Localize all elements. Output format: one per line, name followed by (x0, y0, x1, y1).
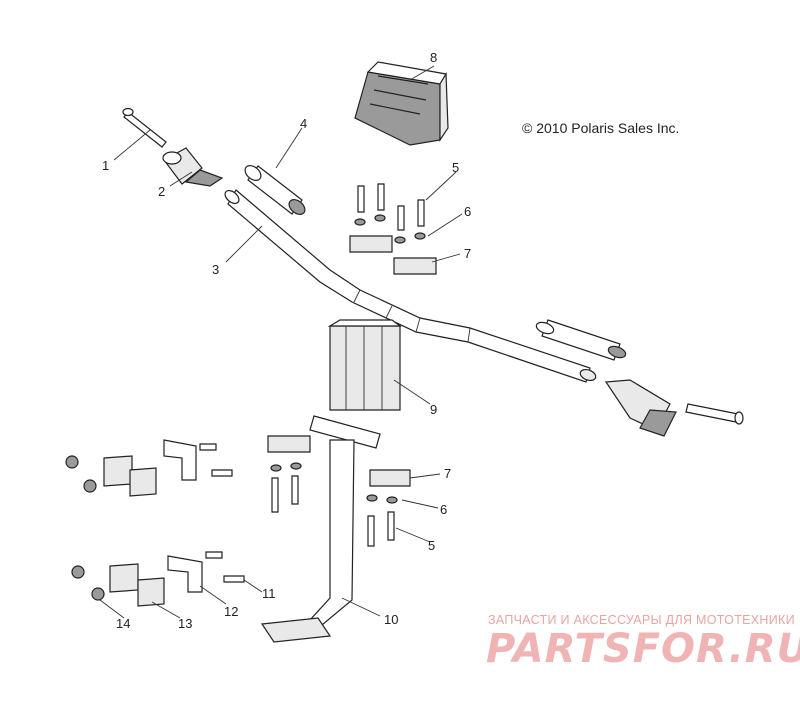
handlebar-pad (354, 61, 449, 146)
left-brackets-upper (65, 439, 233, 497)
end-weight-left (162, 147, 224, 187)
grip-right (535, 319, 627, 361)
callout-12: 12 (224, 604, 238, 619)
callout-6-upper: 6 (464, 204, 471, 219)
callout-11: 11 (262, 586, 276, 601)
bolt-right (685, 403, 744, 425)
leader-lines (99, 65, 463, 619)
grip-left (244, 165, 306, 215)
steering-post (260, 415, 381, 643)
callout-7-lower: 7 (444, 466, 451, 481)
callout-13: 13 (178, 616, 192, 631)
watermark-tagline: ЗАПЧАСТИ И АКСЕССУАРЫ ДЛЯ МОТОТЕХНИКИ (488, 613, 795, 627)
callout-5-upper: 5 (452, 160, 459, 175)
bolt-upper-left (122, 107, 167, 148)
left-brackets-lower (71, 551, 245, 607)
copyright-text: © 2010 Polaris Sales Inc. (522, 120, 679, 136)
callout-8: 8 (430, 50, 437, 65)
watermark-brand: PARTSFOR.RU (486, 626, 800, 672)
callout-9: 9 (430, 402, 437, 417)
callout-5-lower: 5 (428, 538, 435, 553)
callout-2: 2 (158, 184, 165, 199)
handlebar (224, 189, 597, 383)
end-weight-right (604, 379, 677, 437)
lower-clamps (267, 435, 411, 547)
watermark: ЗАПЧАСТИ И АКСЕССУАРЫ ДЛЯ МОТОТЕХНИКИ PA… (486, 613, 800, 672)
callout-3: 3 (212, 262, 219, 277)
upper-bolts (357, 183, 425, 231)
callout-6-lower: 6 (440, 502, 447, 517)
callout-1: 1 (102, 158, 109, 173)
callout-10: 10 (384, 612, 398, 627)
callout-14: 14 (116, 616, 130, 631)
handlebar-mount-block (327, 319, 402, 411)
callout-4: 4 (300, 116, 307, 131)
callout-7-upper: 7 (464, 246, 471, 261)
upper-clamps (349, 235, 437, 275)
upper-washers (354, 214, 426, 244)
